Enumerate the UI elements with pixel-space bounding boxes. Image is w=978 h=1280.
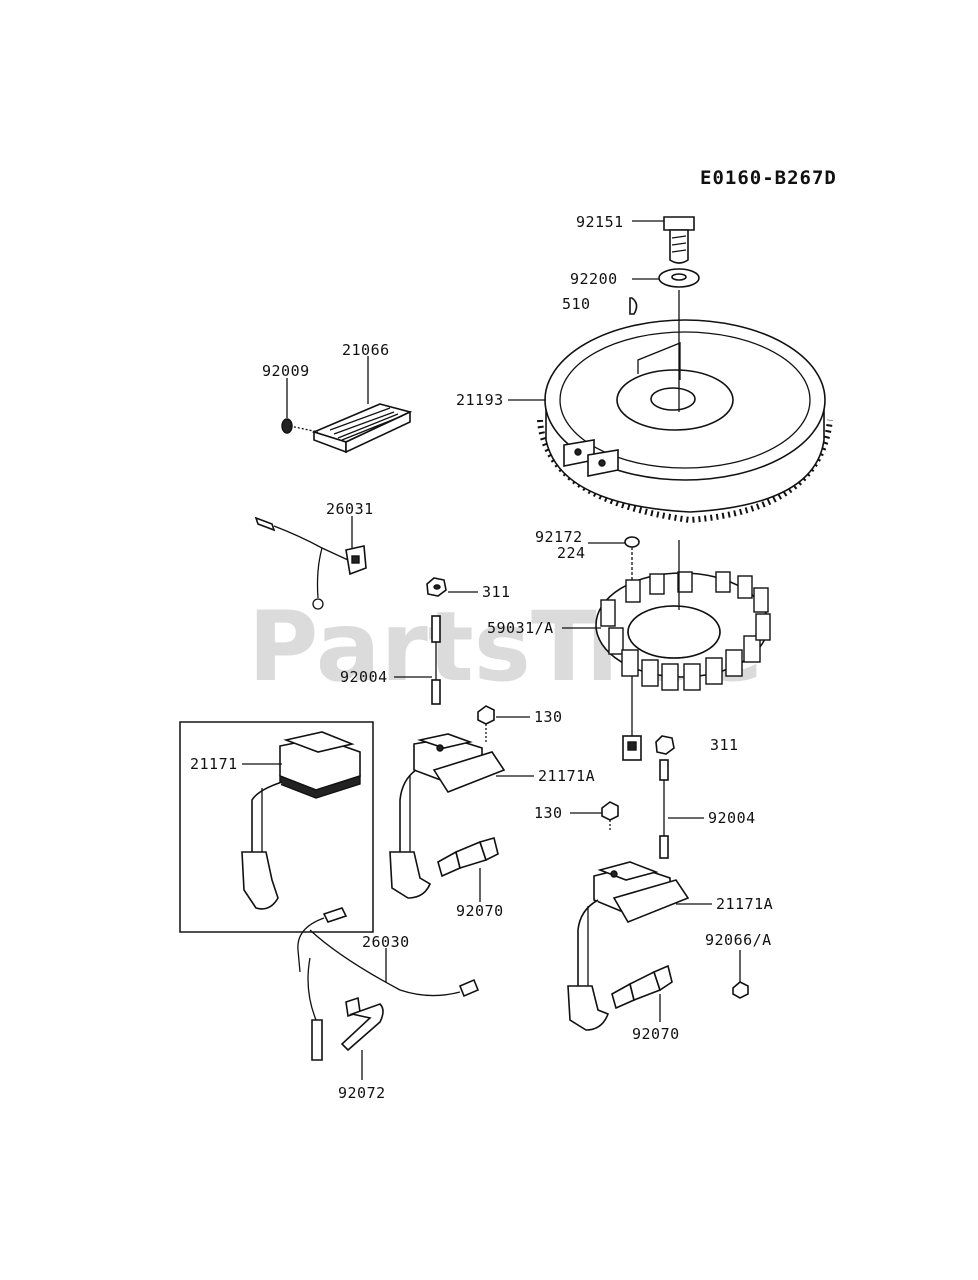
label-26031: 26031 (326, 500, 374, 518)
label-21171: 21171 (190, 755, 238, 773)
flywheel-bolt[interactable] (663, 216, 695, 264)
label-130-right: 130 (534, 804, 563, 822)
label-92066a: 92066/A (705, 931, 772, 949)
label-26030: 26030 (362, 933, 410, 951)
label-92151: 92151 (576, 213, 624, 231)
coil-stud-left[interactable] (431, 615, 441, 705)
coil-stud-right[interactable] (659, 759, 669, 859)
label-92072: 92072 (338, 1084, 386, 1102)
wire-clamp[interactable] (340, 996, 384, 1052)
label-21066: 21066 (342, 341, 390, 359)
high-tension-harness[interactable] (297, 907, 480, 1061)
label-92070-right: 92070 (632, 1025, 680, 1043)
label-92172: 92172 (535, 528, 583, 546)
label-92070-left: 92070 (456, 902, 504, 920)
label-92004-right: 92004 (708, 809, 756, 827)
label-21171a-upper: 21171A (538, 767, 595, 785)
stator[interactable] (595, 540, 771, 761)
lead-wire-harness[interactable] (254, 516, 367, 610)
ignition-coil-upper[interactable] (389, 733, 506, 899)
nut-92066a[interactable] (732, 981, 749, 999)
coil-nut-upper[interactable] (426, 577, 447, 597)
spark-plug-left[interactable] (437, 837, 499, 878)
label-21193: 21193 (456, 391, 504, 409)
spark-plug-right[interactable] (611, 964, 673, 1010)
label-130-upper: 130 (534, 708, 563, 726)
coil-nut-right[interactable] (655, 735, 675, 755)
label-311-upper: 311 (482, 583, 511, 601)
label-21171a-lower: 21171A (716, 895, 773, 913)
label-311-right: 311 (710, 736, 739, 754)
label-510: 510 (562, 295, 591, 313)
coil-bolt-right[interactable] (601, 801, 619, 832)
flywheel[interactable] (537, 290, 833, 524)
label-59031a: 59031/A (487, 619, 554, 637)
coil-bolt-upper[interactable] (477, 705, 495, 744)
flywheel-washer[interactable] (658, 268, 700, 288)
woodruff-key[interactable] (629, 297, 638, 315)
label-92004-left: 92004 (340, 668, 388, 686)
ignition-coil-boxed[interactable] (241, 731, 361, 910)
label-92009: 92009 (262, 362, 310, 380)
diagram-code: E0160-B267D (700, 167, 837, 189)
regulator-screw[interactable] (281, 418, 319, 434)
label-224: 224 (557, 544, 586, 562)
label-92200: 92200 (570, 270, 618, 288)
regulator[interactable] (311, 403, 413, 454)
ignition-coil-lower[interactable] (567, 861, 690, 1031)
